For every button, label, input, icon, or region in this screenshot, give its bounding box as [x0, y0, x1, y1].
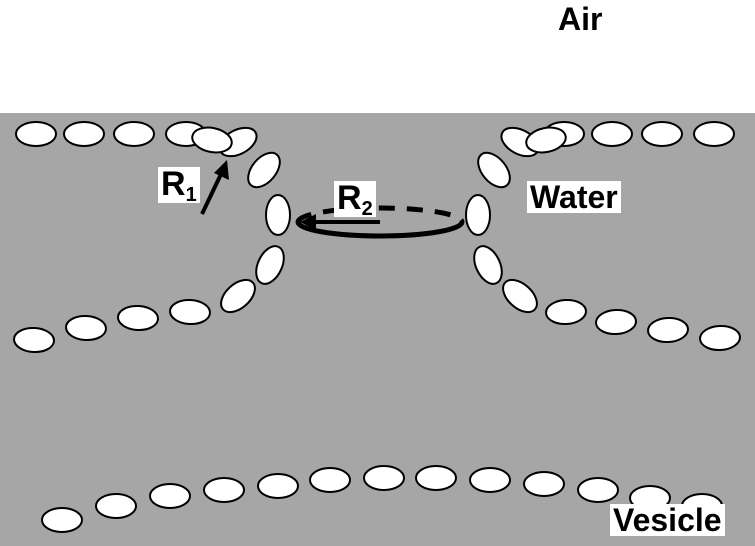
r1-arrow-head — [214, 160, 229, 180]
r1-label-main: R — [161, 165, 186, 203]
r2-label-sub: 2 — [361, 198, 373, 220]
lipid-headgroup — [309, 467, 351, 493]
r2-arrow-head — [300, 214, 316, 230]
lipid-headgroup — [247, 151, 281, 189]
lipid-headgroup — [641, 121, 683, 147]
lipid-headgroup — [477, 151, 511, 189]
lipid-headgroup — [525, 126, 567, 154]
r1-label: R1 — [158, 165, 200, 206]
lipid-headgroup — [63, 121, 105, 147]
radius-annotations — [200, 160, 465, 239]
lipid-headgroup — [595, 308, 637, 336]
lipid-headgroup — [117, 304, 159, 332]
r1-arrow-shaft — [200, 171, 224, 215]
lipid-headgroup — [203, 477, 245, 503]
lipid-headgroup — [257, 473, 299, 499]
lipid-headgroup — [693, 121, 735, 147]
lipid-headgroup — [65, 314, 107, 342]
lipid-headgroup — [41, 507, 83, 533]
lipid-headgroup — [502, 278, 538, 314]
vesicle-label: Vesicle — [610, 504, 725, 536]
air-label: Air — [558, 1, 603, 37]
lipid-headgroup — [13, 326, 55, 354]
r2-label-main: R — [337, 179, 362, 217]
lipid-headgroup — [363, 465, 405, 491]
lipid-headgroup — [577, 477, 619, 503]
lipid-headgroup — [699, 324, 741, 352]
r2-ring-back — [295, 205, 465, 223]
r1-label-sub: 1 — [185, 184, 197, 206]
lipid-headgroup — [647, 316, 689, 344]
r2-label: R2 — [334, 179, 376, 220]
lipid-headgroup — [465, 194, 491, 236]
air-region — [0, 0, 755, 113]
lipid-headgroup — [545, 298, 587, 326]
lipid-headgroup — [265, 194, 291, 236]
water-label: Water — [527, 181, 621, 213]
lipid-headgroup — [169, 298, 211, 326]
lipid-headgroup — [220, 278, 256, 314]
lipid-headgroup — [113, 121, 155, 147]
lipid-headgroup — [255, 245, 285, 285]
lipid-headgroup — [469, 467, 511, 493]
lipid-headgroup — [415, 465, 457, 491]
lipid-headgroup — [591, 121, 633, 147]
lipid-headgroup — [473, 245, 503, 285]
lipid-headgroup — [149, 483, 191, 509]
lipid-headgroup — [191, 126, 233, 154]
lipid-headgroup — [95, 493, 137, 519]
lipid-headgroup — [15, 121, 57, 147]
lipid-headgroup — [523, 471, 565, 497]
r2-ring-front — [295, 221, 465, 239]
